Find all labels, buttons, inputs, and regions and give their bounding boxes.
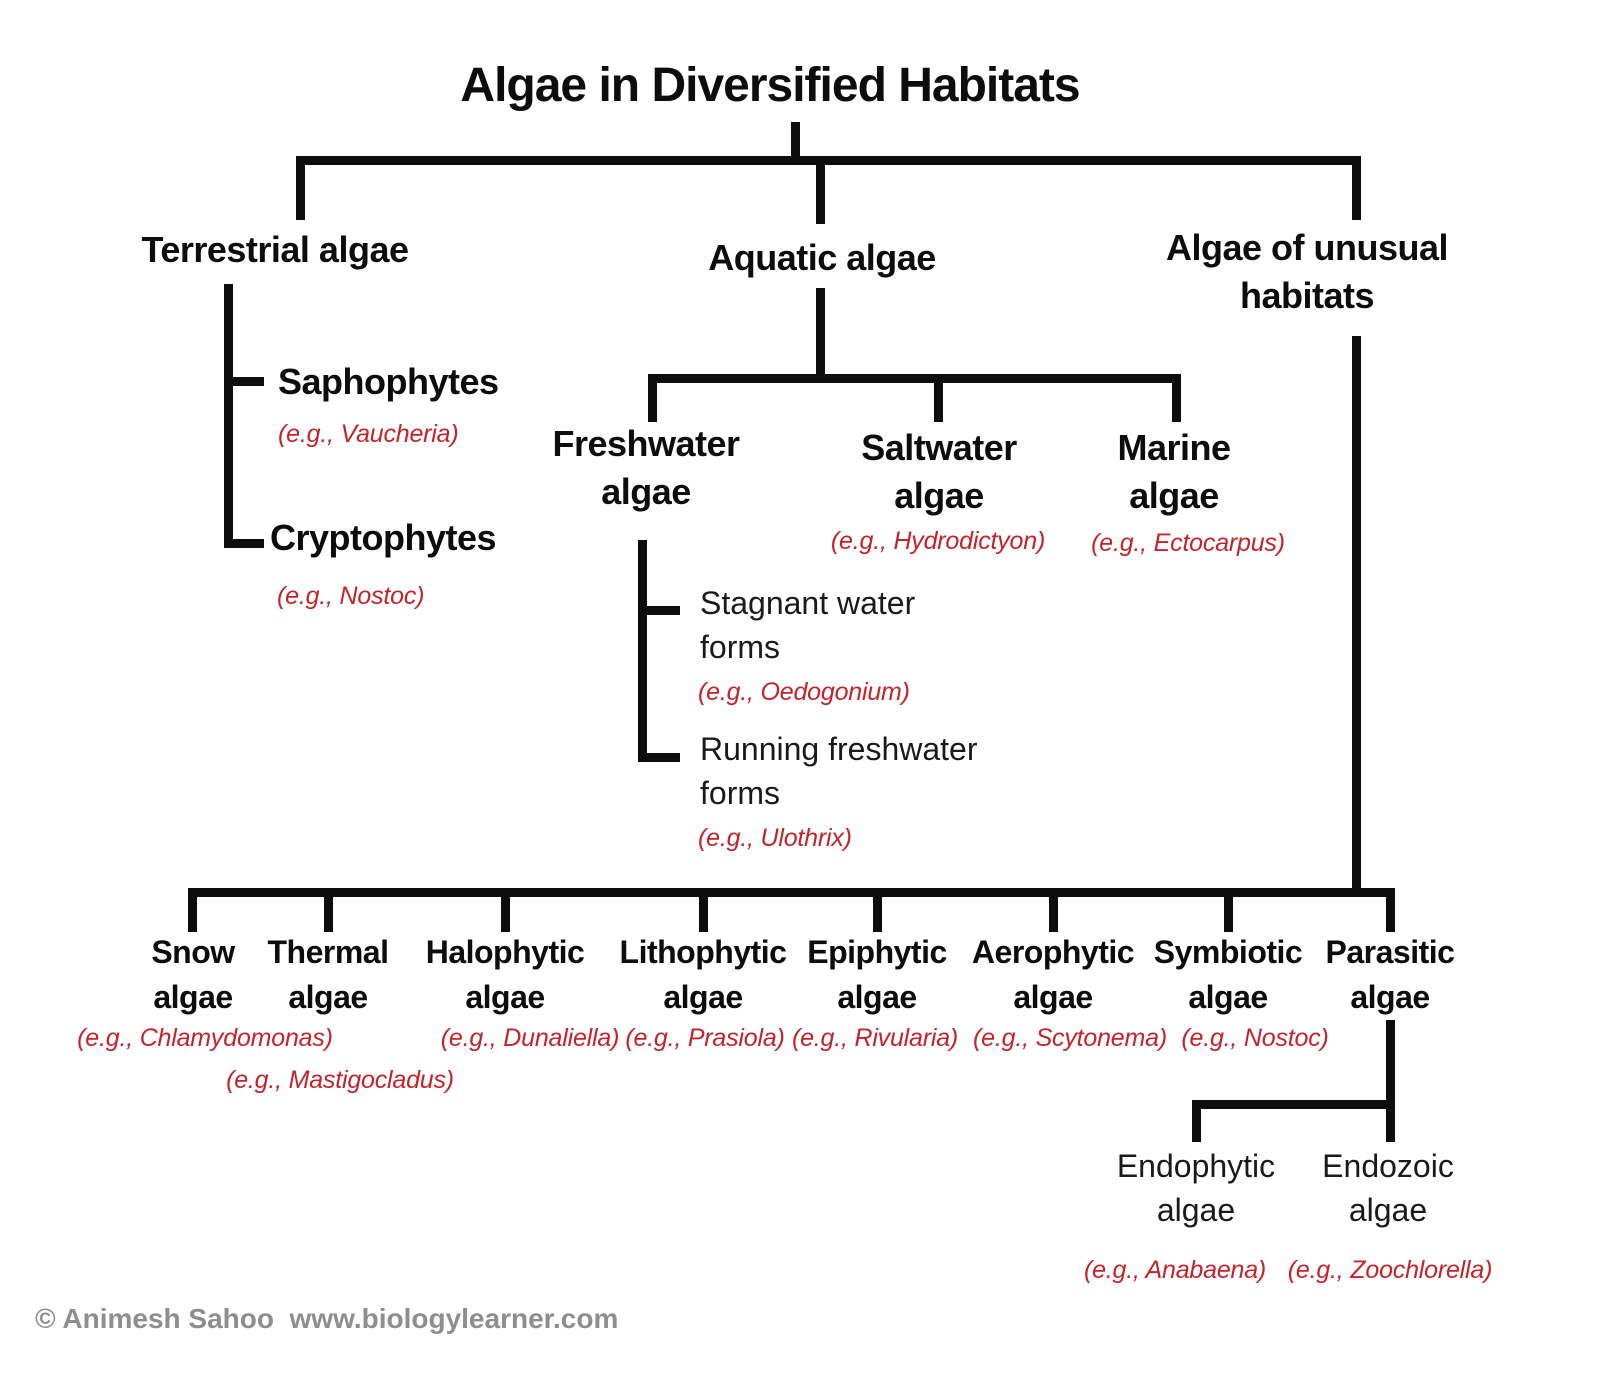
node-terrestrial-algae: Terrestrial algae	[141, 229, 409, 270]
node-saltwater-algae: Saltwater algae	[861, 424, 1017, 520]
node-snow-line1: Snow	[151, 934, 235, 970]
node-parasitic-line2: algae	[1350, 979, 1430, 1015]
connector-saltwater-leg	[934, 374, 943, 422]
node-endophytic-line2: algae	[1156, 1192, 1236, 1228]
example-ectocarpus: (e.g., Ectocarpus)	[1091, 529, 1285, 557]
node-endozoic-algae: Endozoic algae	[1322, 1144, 1454, 1232]
connector-running-tick	[638, 753, 680, 762]
node-unusual-habitats-line1: Algae of unusual	[1165, 227, 1449, 268]
node-aquatic-algae: Aquatic algae	[708, 237, 936, 278]
connector-endozoic-leg	[1386, 1100, 1395, 1142]
node-lithophytic-algae: Lithophytic algae	[620, 930, 787, 1020]
node-endophytic-algae: Endophytic algae	[1117, 1144, 1275, 1232]
node-endophytic-line1: Endophytic	[1116, 1148, 1276, 1184]
node-freshwater-line1: Freshwater	[552, 423, 740, 464]
connector-level2-bar	[648, 374, 1181, 383]
connector-aquatic-leg	[816, 156, 825, 224]
node-epiphytic-line1: Epiphytic	[807, 934, 947, 970]
example-hydrodictyon: (e.g., Hydrodictyon)	[830, 527, 1046, 555]
example-anabaena: (e.g., Anabaena)	[1083, 1256, 1267, 1284]
node-aerophytic-algae: Aerophytic algae	[971, 930, 1135, 1020]
node-freshwater-line2: algae	[601, 471, 691, 512]
connector-parasitic-vline	[1386, 1020, 1395, 1110]
connector-lithophytic-leg	[699, 888, 708, 932]
node-thermal-algae: Thermal algae	[268, 930, 389, 1020]
node-stagnant-water-forms: Stagnant water forms	[700, 581, 915, 669]
connector-aquatic-vline	[816, 288, 825, 383]
connector-thermal-leg	[324, 888, 333, 932]
connector-freshwater-leg	[648, 374, 657, 422]
connector-snow-leg	[188, 888, 197, 932]
example-ulothrix: (e.g., Ulothrix)	[698, 824, 852, 852]
connector-aerophytic-leg	[1049, 888, 1058, 932]
node-snow-algae: Snow algae	[151, 930, 235, 1020]
node-thermal-line1: Thermal	[267, 934, 389, 970]
node-lithophytic-line2: algae	[663, 979, 743, 1015]
node-saltwater-line1: Saltwater	[861, 427, 1017, 468]
example-nostoc-terrestrial: (e.g., Nostoc)	[277, 582, 425, 610]
node-stagnant-line1: Stagnant water	[700, 585, 916, 621]
node-saltwater-line2: algae	[894, 475, 984, 516]
example-scytonema: (e.g., Scytonema)	[973, 1024, 1167, 1052]
node-thermal-line2: algae	[288, 979, 368, 1015]
connector-parasitic-leg	[1386, 888, 1395, 932]
footer-credit: © Animesh Sahoo www.biologylearner.com	[35, 1303, 619, 1334]
connector-halophytic-leg	[501, 888, 510, 932]
node-running-line2: forms	[700, 775, 780, 811]
connector-level3-bar	[188, 888, 1395, 897]
node-symbiotic-line2: algae	[1188, 979, 1268, 1015]
connector-level1-bar	[296, 156, 1361, 165]
node-halophytic-algae: Halophytic algae	[426, 930, 585, 1020]
connector-saphophytes-tick	[224, 377, 264, 386]
connector-symbiotic-leg	[1224, 888, 1233, 932]
example-dunaliella: (e.g., Dunaliella)	[440, 1024, 620, 1052]
node-endozoic-line2: algae	[1348, 1192, 1428, 1228]
node-freshwater-algae: Freshwater algae	[552, 420, 740, 516]
example-oedogonium: (e.g., Oedogonium)	[698, 678, 910, 706]
connector-freshwater-vline	[638, 540, 647, 762]
node-unusual-habitats-line2: habitats	[1239, 275, 1375, 316]
example-vaucheria: (e.g., Vaucheria)	[278, 420, 459, 448]
connector-stagnant-tick	[638, 606, 680, 615]
node-saphophytes: Saphophytes	[278, 361, 499, 402]
node-epiphytic-line2: algae	[837, 979, 917, 1015]
node-parasitic-line1: Parasitic	[1325, 934, 1455, 970]
node-running-line1: Running freshwater	[700, 731, 978, 767]
node-marine-line1: Marine	[1117, 427, 1231, 468]
connector-unusual-leg	[1352, 156, 1361, 220]
example-zoochlorella: (e.g., Zoochlorella)	[1287, 1256, 1493, 1284]
node-lithophytic-line1: Lithophytic	[619, 934, 787, 970]
node-running-freshwater-forms: Running freshwater forms	[700, 727, 977, 815]
connector-cryptophytes-tick	[224, 539, 264, 548]
connector-unusual-vline	[1352, 336, 1361, 892]
node-endozoic-line1: Endozoic	[1322, 1148, 1454, 1184]
connector-level4-bar	[1192, 1100, 1395, 1109]
connector-terrestrial-leg	[296, 156, 305, 220]
node-marine-line2: algae	[1129, 475, 1219, 516]
node-halophytic-line1: Halophytic	[425, 934, 585, 970]
example-prasiola: (e.g., Prasiola)	[625, 1024, 785, 1052]
node-cryptophytes: Cryptophytes	[270, 517, 497, 558]
connector-title-stub	[791, 122, 800, 160]
connector-endophytic-leg	[1192, 1100, 1201, 1142]
node-unusual-habitats: Algae of unusual habitats	[1165, 224, 1449, 320]
node-marine-algae: Marine algae	[1117, 424, 1231, 520]
connector-terrestrial-vline	[224, 284, 233, 548]
node-symbiotic-line1: Symbiotic	[1153, 934, 1303, 970]
node-halophytic-line2: algae	[465, 979, 545, 1015]
node-stagnant-line2: forms	[700, 629, 780, 665]
node-epiphytic-algae: Epiphytic algae	[807, 930, 947, 1020]
page-title: Algae in Diversified Habitats	[460, 59, 1080, 112]
example-mastigocladus: (e.g., Mastigocladus)	[226, 1066, 454, 1094]
node-aerophytic-line2: algae	[1013, 979, 1093, 1015]
connector-marine-leg	[1172, 374, 1181, 422]
example-chlamydomonas: (e.g., Chlamydomonas)	[77, 1024, 333, 1052]
connector-epiphytic-leg	[873, 888, 882, 932]
example-nostoc-symbiotic: (e.g., Nostoc)	[1181, 1024, 1329, 1052]
example-rivularia: (e.g., Rivularia)	[791, 1024, 959, 1052]
node-snow-line2: algae	[153, 979, 233, 1015]
node-parasitic-algae: Parasitic algae	[1326, 930, 1455, 1020]
node-symbiotic-algae: Symbiotic algae	[1153, 930, 1303, 1020]
node-aerophytic-line1: Aerophytic	[971, 934, 1135, 970]
